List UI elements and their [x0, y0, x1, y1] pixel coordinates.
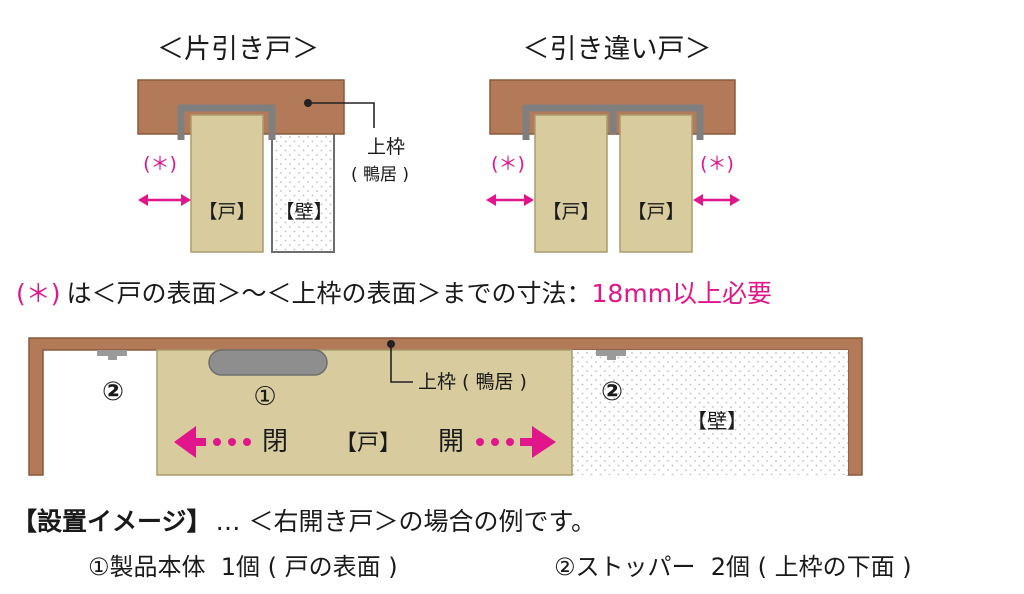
- open-label: 開: [438, 427, 464, 457]
- double-door-title: ＜引き違い戸＞: [523, 34, 712, 65]
- close-label: 閉: [262, 427, 288, 457]
- double-dimension-arrow-left: [486, 194, 534, 206]
- note-text: は＜戸の表面＞〜＜上枠の表面＞までの寸法：: [67, 279, 592, 308]
- stopper-left-number: ②: [102, 377, 124, 407]
- stopper-right: [596, 350, 626, 360]
- double-door-right-label: 【戸】: [627, 201, 684, 223]
- single-frame-label: 上枠: [367, 136, 405, 158]
- stopper-left: [97, 350, 127, 360]
- note-value: 18mm以上必要: [592, 279, 773, 308]
- double-door-right: [619, 114, 693, 253]
- product-body: [208, 349, 328, 376]
- double-asterisk-left: (＊): [491, 153, 525, 175]
- single-frame-kamoi-label: ( 鴨居 ): [351, 165, 409, 185]
- item-2: ②ストッパー 2個 ( 上枠の下面 ): [554, 553, 912, 581]
- stopper-right-number: ②: [601, 377, 623, 407]
- single-door-label: 【戸】: [198, 201, 255, 223]
- bottom-door-label: 【戸】: [335, 431, 401, 456]
- single-door: [190, 114, 264, 253]
- single-wall-label: 【壁】: [275, 201, 332, 223]
- single-door-title: ＜片引き戸＞: [157, 34, 319, 65]
- single-rail: [177, 104, 276, 140]
- single-dimension-arrow: [138, 194, 191, 206]
- image-title: 【設置イメージ】: [12, 507, 212, 536]
- image-caption-line: 【設置イメージ】… ＜右開き戸＞の場合の例です。: [12, 507, 596, 536]
- note-line: (＊)は＜戸の表面＞〜＜上枠の表面＞までの寸法：18mm以上必要: [16, 279, 772, 308]
- double-door-left-label: 【戸】: [542, 201, 599, 223]
- product-number: ①: [253, 382, 276, 412]
- double-dimension-arrow-right: [693, 194, 740, 206]
- note-marker: (＊): [16, 279, 61, 308]
- bottom-frame-leader: [390, 344, 413, 383]
- item-1: ①製品本体 1個 ( 戸の表面 ): [88, 553, 398, 581]
- close-arrow: [174, 426, 251, 458]
- image-caption: … ＜右開き戸＞の場合の例です。: [216, 507, 596, 536]
- double-asterisk-right: (＊): [700, 153, 734, 175]
- single-frame-leader: [308, 102, 375, 128]
- open-arrow: [476, 426, 556, 458]
- single-asterisk-mark: (＊): [143, 153, 177, 175]
- bottom-wall-label: 【壁】: [687, 409, 747, 433]
- single-wall: [271, 131, 335, 253]
- double-door-left: [534, 114, 608, 253]
- bottom-wall: [571, 350, 848, 475]
- bottom-frame-label: 上枠 ( 鴨居 ): [418, 371, 527, 393]
